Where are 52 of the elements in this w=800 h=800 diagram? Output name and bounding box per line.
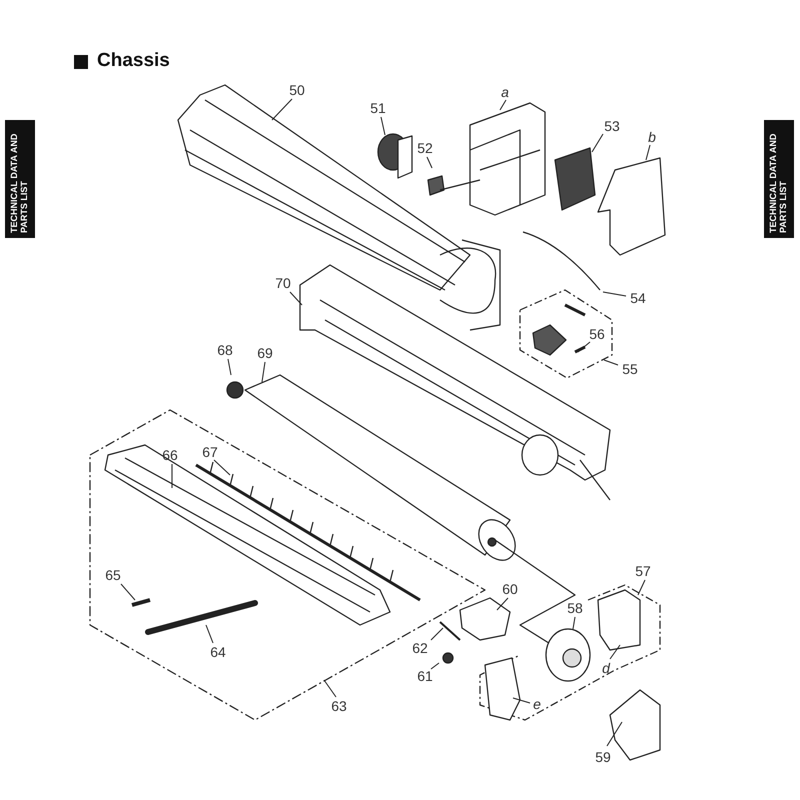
leader-line — [262, 362, 266, 382]
callout-number: 50 — [289, 82, 305, 98]
callout-number: 61 — [417, 668, 433, 684]
callout-number: 57 — [635, 563, 651, 579]
callout-number: 65 — [105, 567, 121, 583]
callout-number: 68 — [217, 342, 233, 358]
leader-line — [214, 460, 230, 476]
leader-line — [496, 598, 508, 610]
callout-letter: d — [602, 660, 610, 676]
callout-letter: b — [648, 129, 656, 145]
leader-line — [430, 628, 444, 640]
leader-line — [592, 134, 604, 152]
leader-line — [610, 644, 620, 660]
leader-line — [228, 358, 232, 376]
leader-line — [120, 584, 136, 600]
leader-line — [604, 360, 618, 366]
callout-number: 54 — [630, 290, 646, 306]
callout-number: 69 — [257, 345, 273, 361]
leader-line — [500, 100, 506, 110]
leader-line — [272, 98, 292, 120]
callout-number: 53 — [604, 118, 620, 134]
callout-number: 51 — [370, 100, 386, 116]
callout-number: 64 — [210, 644, 226, 660]
callout-number: 67 — [202, 444, 218, 460]
leader-line — [324, 680, 336, 698]
leader-line — [512, 698, 530, 704]
leader-line — [606, 722, 622, 746]
leader-line — [638, 580, 646, 596]
leader-line — [206, 624, 214, 644]
leader-line — [426, 156, 432, 168]
callout-number: 59 — [595, 749, 611, 765]
tab-label: TECHNICAL DATA AND PARTS LIST — [768, 132, 788, 233]
callout-number: 62 — [412, 640, 428, 656]
callout-number: 52 — [417, 140, 433, 156]
leader-line — [578, 342, 590, 352]
callout-number: 70 — [275, 275, 291, 291]
callout-number: 56 — [589, 326, 605, 342]
leader-line — [646, 144, 650, 160]
callout-number: 63 — [331, 698, 347, 714]
title: Chassis — [97, 50, 170, 72]
callout-letter: e — [533, 696, 541, 712]
leader-line — [290, 292, 302, 306]
leader-line — [430, 662, 440, 670]
callout-number: 55 — [622, 361, 638, 377]
callout-number: 60 — [502, 581, 518, 597]
callout-number: 58 — [567, 600, 583, 616]
callout-letter: a — [501, 84, 509, 100]
tab-label: TECHNICAL DATA AND PARTS LIST — [9, 132, 29, 233]
leader-line — [572, 616, 576, 630]
callout-number: 66 — [162, 447, 178, 463]
leader-line — [380, 116, 386, 136]
leader-line — [602, 292, 626, 296]
